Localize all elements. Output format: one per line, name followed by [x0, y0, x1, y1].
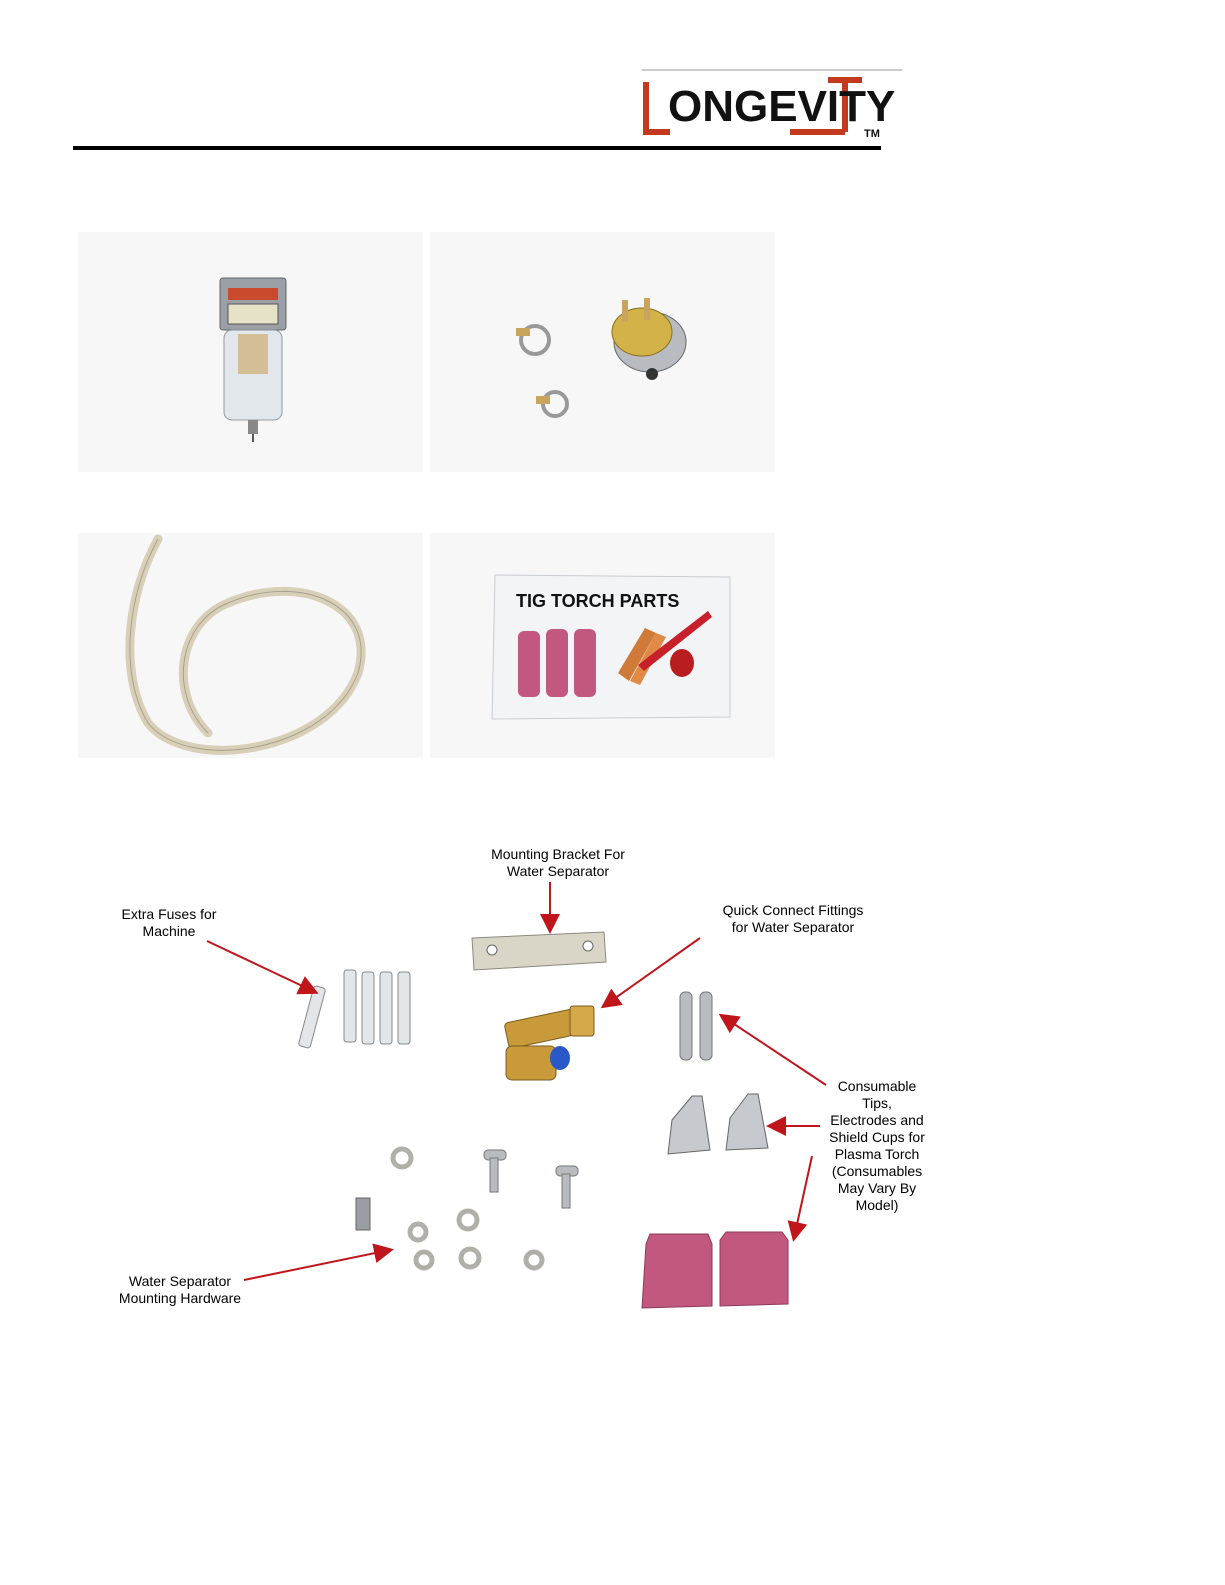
arrow-hardware — [244, 1250, 390, 1280]
label-quick-connect: Quick Connect Fittings for Water Separat… — [700, 902, 886, 936]
tig-bag-label: TIG TORCH PARTS — [516, 591, 679, 612]
arrow-fuses — [207, 941, 315, 992]
header-rule — [73, 146, 881, 150]
logo-wordmark: ONGEVITY — [668, 83, 895, 131]
label-extra-fuses: Extra Fuses for Machine — [100, 906, 238, 940]
air-hose-photo — [78, 533, 423, 758]
parts-diagram — [0, 820, 1225, 1340]
water-separator-photo — [78, 232, 423, 472]
fuses-image — [298, 970, 410, 1048]
quick-connect-fittings-image — [504, 1006, 594, 1080]
plasma-tips-image — [668, 1094, 768, 1154]
ceramic-shield-cups-image — [642, 1232, 788, 1308]
electrodes-image — [680, 992, 712, 1060]
plug-and-clamps-photo — [430, 232, 775, 472]
label-consumables: Consumable Tips, Electrodes and Shield C… — [812, 1078, 942, 1214]
tig-torch-parts-photo: TIG TORCH PARTS — [430, 533, 775, 758]
label-mounting-bracket: Mounting Bracket For Water Separator — [470, 846, 646, 880]
label-water-hardware: Water Separator Mounting Hardware — [100, 1273, 260, 1307]
trademark-mark: TM — [864, 128, 880, 140]
arrow-electrodes — [722, 1016, 826, 1085]
arrow-cups — [794, 1156, 812, 1238]
mounting-bracket-image — [472, 932, 606, 970]
